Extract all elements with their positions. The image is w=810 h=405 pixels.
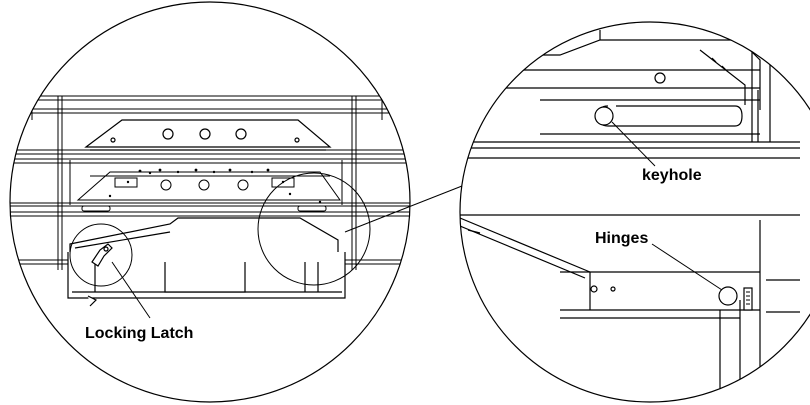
locking-latch-leader — [111, 261, 151, 319]
keyhole-label: keyhole — [642, 167, 702, 184]
right-detail-drawing — [460, 22, 800, 400]
left-detail-circle — [9, 1, 411, 403]
right-detail-view — [459, 21, 810, 403]
keyhole-leader — [611, 121, 656, 167]
right-detail-circle — [459, 21, 810, 403]
left-detail-drawing — [10, 95, 410, 307]
locking-latch-label: Locking Latch — [85, 325, 193, 342]
hinges-label: Hinges — [595, 230, 648, 247]
left-detail-view — [9, 1, 411, 403]
detail-connector-line — [344, 185, 463, 233]
hinges-leader — [651, 243, 723, 291]
